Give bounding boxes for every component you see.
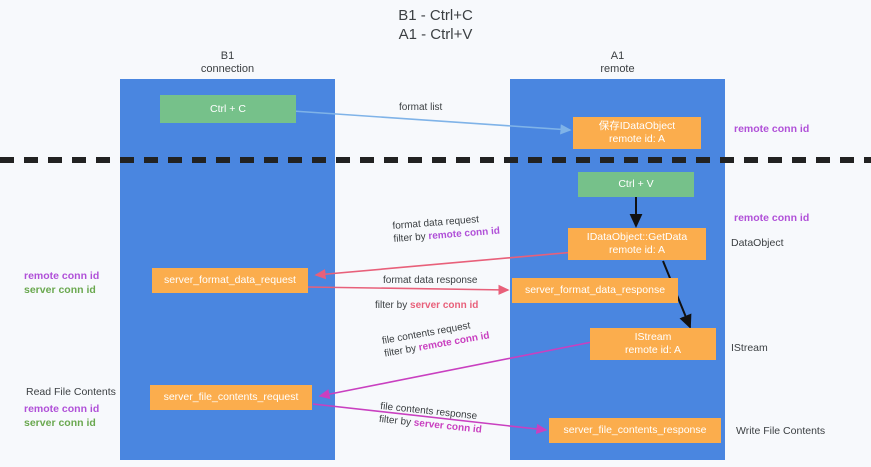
node-server-format-data-request[interactable]: server_format_data_request [152, 268, 308, 293]
node-istream[interactable]: IStream remote id: A [590, 328, 716, 360]
annotation-left-remote-conn-id-mid: remote conn id [24, 270, 100, 282]
edge-label-file-contents-response: file contents response filter by server … [378, 400, 484, 437]
node-ctrl-v[interactable]: Ctrl + V [578, 172, 694, 197]
annotation-left-remote-conn-id-bottom: remote conn id [24, 403, 100, 415]
filter-key-server-conn-id: server conn id [410, 300, 479, 311]
title-line-1: B1 - Ctrl+C [398, 7, 473, 24]
annotation-istream: IStream [731, 342, 768, 354]
node-save-idataobject-label: 保存IDataObject [598, 120, 676, 132]
filter-prefix: filter by [378, 413, 415, 429]
annotation-dataobject: DataObject [731, 237, 784, 249]
edge-label-format-data-response-text: format data response [383, 275, 478, 286]
filter-prefix: filter by [393, 231, 429, 245]
node-server-file-contents-response-label: server_file_contents_response [563, 424, 707, 436]
diagram-title: B1 - Ctrl+C A1 - Ctrl+V [0, 6, 871, 44]
edge-label-format-list: format list [399, 101, 442, 114]
lane-header-a1-role: remote [600, 63, 635, 75]
node-server-format-data-response[interactable]: server_format_data_response [512, 278, 678, 303]
node-istream-sub: remote id: A [624, 344, 682, 356]
node-server-format-data-response-label: server_format_data_response [524, 284, 666, 296]
node-save-idataobject-sub: remote id: A [608, 133, 666, 145]
edge-label-format-data-response-filter: filter by server conn id [375, 299, 478, 312]
node-ctrl-v-label: Ctrl + V [618, 178, 654, 190]
annotation-left-server-conn-id-mid: server conn id [24, 284, 96, 296]
node-server-format-data-request-label: server_format_data_request [164, 274, 296, 286]
node-server-file-contents-request-label: server_file_contents_request [163, 391, 299, 403]
title-line-2: A1 - Ctrl+V [398, 26, 473, 43]
node-idataobject-getdata-label: IDataObject::GetData [586, 231, 688, 243]
arrow-format-data-response [306, 284, 510, 295]
phase-divider [0, 157, 871, 163]
edge-label-file-contents-request: file contents request filter by remote c… [381, 316, 491, 360]
node-istream-label: IStream [634, 331, 672, 343]
annotation-read-file-contents: Read File Contents [26, 386, 116, 398]
lane-header-b1: B1 connection [120, 50, 335, 76]
edge-label-format-list-text: format list [399, 102, 443, 113]
annotation-write-file-contents: Write File Contents [736, 425, 826, 437]
annotation-left-server-conn-id-bottom: server conn id [24, 417, 96, 429]
filter-prefix: filter by [375, 300, 411, 311]
node-idataobject-getdata[interactable]: IDataObject::GetData remote id: A [568, 228, 706, 260]
lane-header-b1-name: B1 [220, 50, 235, 62]
node-save-idataobject[interactable]: 保存IDataObject remote id: A [573, 117, 701, 149]
edge-label-format-data-request: format data request filter by remote con… [392, 212, 500, 246]
node-ctrl-c[interactable]: Ctrl + C [160, 95, 296, 123]
node-ctrl-c-label: Ctrl + C [210, 102, 246, 115]
lane-header-a1-name: A1 [610, 50, 625, 62]
node-idataobject-getdata-sub: remote id: A [608, 244, 666, 256]
annotation-remote-conn-id-top: remote conn id [734, 123, 810, 135]
edge-label-format-data-response: format data response [383, 274, 478, 287]
lane-header-b1-role: connection [200, 63, 255, 75]
lane-header-a1: A1 remote [510, 50, 725, 76]
annotation-remote-conn-id-mid: remote conn id [734, 212, 810, 224]
node-server-file-contents-request[interactable]: server_file_contents_request [150, 385, 312, 410]
node-server-file-contents-response[interactable]: server_file_contents_response [549, 418, 721, 443]
